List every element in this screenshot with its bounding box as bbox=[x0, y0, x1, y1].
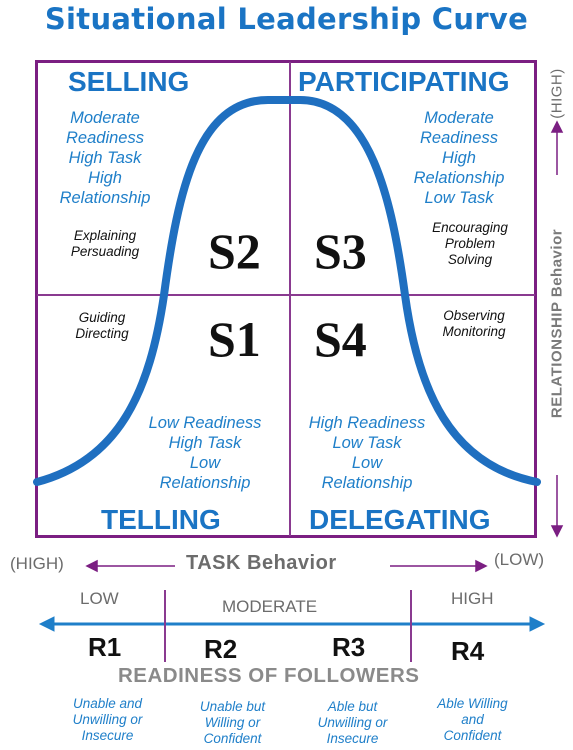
delegating-description: High Readiness Low Task Low Relationship bbox=[308, 414, 426, 492]
participating-behaviors: Encouraging Problem Solving bbox=[432, 220, 508, 267]
stage-s3: S3 bbox=[314, 223, 367, 279]
relationship-down-arrow bbox=[550, 475, 564, 538]
stage-s4: S4 bbox=[314, 311, 367, 367]
telling-description: Low Readiness High Task Low Relationship bbox=[148, 414, 262, 492]
readiness-moderate-label: MODERATE bbox=[222, 597, 318, 616]
delegating-behaviors: Observing Monitoring bbox=[442, 308, 506, 339]
horizontal-divider bbox=[37, 294, 535, 296]
selling-behaviors: Explaining Persuading bbox=[70, 228, 140, 259]
readiness-r2: R2 bbox=[204, 634, 238, 664]
participating-title: PARTICIPATING bbox=[298, 66, 510, 97]
readiness-divider-2 bbox=[410, 590, 412, 662]
task-left-arrow bbox=[85, 559, 175, 573]
page-title: Situational Leadership Curve bbox=[44, 2, 529, 36]
relationship-up-arrow bbox=[550, 120, 564, 175]
task-axis-label: TASK Behavior bbox=[186, 552, 337, 574]
relationship-axis-label: RELATIONSHIP Behavior bbox=[548, 228, 566, 419]
readiness-arrow bbox=[38, 616, 546, 632]
readiness-r1-description: Unable and Unwilling or Insecure bbox=[72, 696, 143, 743]
readiness-r1: R1 bbox=[88, 632, 122, 662]
readiness-low-label: LOW bbox=[80, 589, 119, 608]
task-low-label: (LOW) bbox=[494, 550, 545, 569]
task-high-label: (HIGH) bbox=[10, 554, 64, 573]
readiness-divider-1 bbox=[164, 590, 166, 662]
quadrant-frame bbox=[35, 60, 537, 538]
readiness-r2-description: Unable but Willing or Confident bbox=[199, 699, 266, 746]
leadership-curve bbox=[33, 96, 541, 486]
telling-behaviors: Guiding Directing bbox=[75, 310, 129, 341]
readiness-r4: R4 bbox=[451, 636, 485, 666]
readiness-high-label: HIGH bbox=[451, 589, 494, 608]
relationship-high-label: (HIGH) bbox=[548, 68, 566, 119]
selling-description: Moderate Readiness High Task High Relati… bbox=[59, 109, 151, 207]
telling-title: TELLING bbox=[101, 504, 221, 535]
readiness-r3: R3 bbox=[332, 632, 366, 662]
stage-s1: S1 bbox=[208, 311, 261, 367]
vertical-divider bbox=[289, 62, 291, 536]
task-right-arrow bbox=[390, 559, 488, 573]
readiness-r4-description: Able Willing and Confident bbox=[437, 696, 508, 743]
readiness-r3-description: Able but Unwilling or Insecure bbox=[317, 699, 388, 746]
readiness-label: READINESS OF FOLLOWERS bbox=[118, 664, 420, 687]
participating-description: Moderate Readiness High Relationship Low… bbox=[413, 109, 505, 207]
stage-s2: S2 bbox=[208, 223, 261, 279]
delegating-title: DELEGATING bbox=[309, 504, 491, 535]
selling-title: SELLING bbox=[68, 66, 190, 97]
